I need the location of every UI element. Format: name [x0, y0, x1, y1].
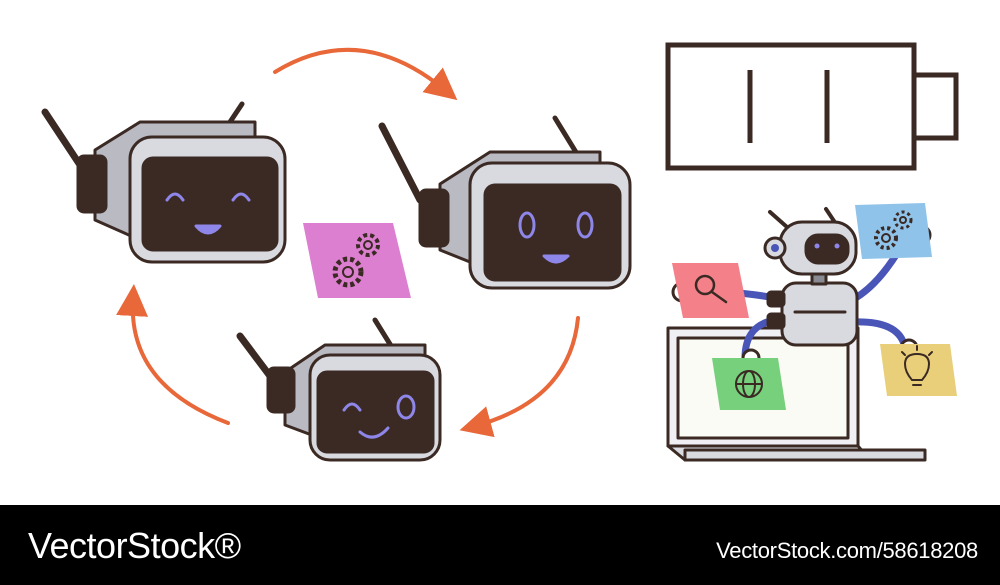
- gear-icon: [874, 210, 913, 250]
- cycle-arrows: [116, 47, 580, 438]
- watermark-bar: VectorStock® VectorStock.com/58618208: [0, 505, 1000, 585]
- robot-head-happy: [41, 101, 287, 264]
- globe-icon: [735, 370, 763, 398]
- gear-card-blue: [855, 203, 932, 259]
- laptop-icon: [666, 326, 927, 462]
- magnifier-icon: [694, 274, 728, 304]
- idea-card-yellow: [880, 344, 957, 396]
- arrow-top: [273, 47, 458, 101]
- illustration: [41, 42, 959, 462]
- search-card-red: [672, 263, 749, 318]
- lightbulb-icon: [901, 345, 933, 386]
- globe-card-green: [712, 358, 786, 410]
- arrow-left: [116, 284, 230, 425]
- robot-head-wink: [236, 317, 442, 462]
- robot-head-neutral: [378, 115, 632, 290]
- arrow-right: [459, 316, 580, 438]
- image-credit: VectorStock.com/58618208: [716, 538, 978, 563]
- battery-icon: [665, 42, 959, 171]
- gear-icon: [332, 233, 380, 288]
- vectorstock-logo: VectorStock®: [28, 525, 241, 566]
- gear-card-pink: [303, 223, 411, 298]
